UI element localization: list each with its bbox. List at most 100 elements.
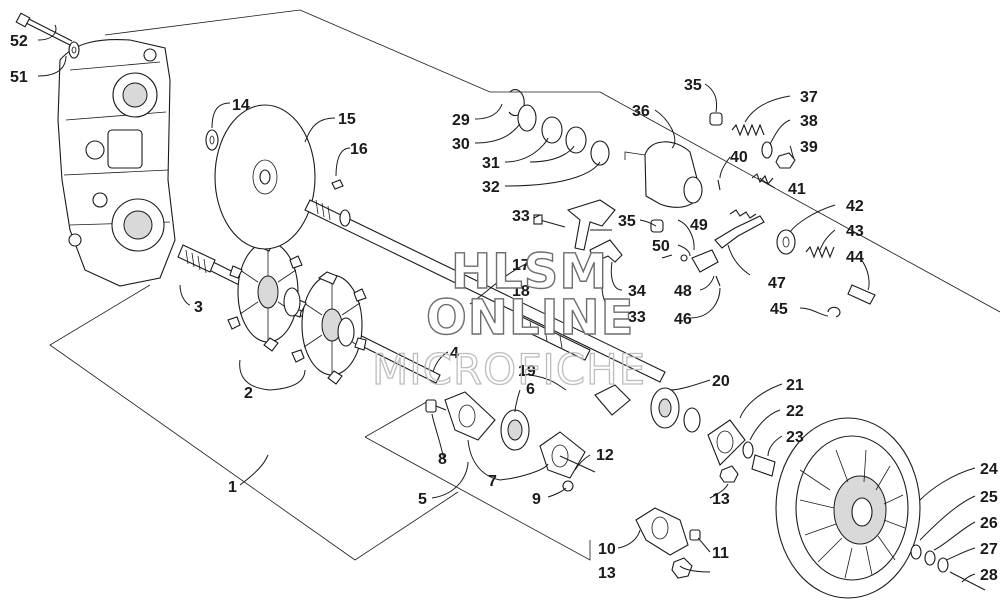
callout-25: 25 — [980, 489, 998, 506]
callout-33-lower: 33 — [628, 309, 646, 326]
callout-28: 28 — [980, 567, 998, 584]
pin-46 — [715, 275, 721, 287]
callout-40: 40 — [730, 149, 748, 166]
sprocket-hub — [283, 287, 355, 347]
callout-21: 21 — [786, 377, 804, 394]
leader-lines — [37, 24, 976, 583]
callout-27: 27 — [980, 541, 998, 558]
bracket-48 — [691, 249, 719, 273]
callout-1: 1 — [228, 479, 237, 496]
callout-30: 30 — [452, 136, 470, 153]
bolt-33-upper — [533, 214, 566, 228]
callout-43: 43 — [846, 223, 864, 240]
washer-14 — [205, 129, 219, 151]
callout-15: 15 — [338, 111, 356, 128]
shaft-12 — [559, 455, 596, 473]
assembly-outline-upper — [104, 9, 1000, 313]
watermark-line-2: ONLINE — [426, 290, 634, 346]
pin-40 — [717, 179, 721, 191]
callout-45: 45 — [770, 301, 788, 318]
callout-8: 8 — [438, 451, 447, 468]
callout-44: 44 — [846, 249, 864, 266]
callout-23: 23 — [786, 429, 804, 446]
washer-51 — [68, 41, 80, 59]
callout-41: 41 — [788, 181, 806, 198]
watermark-line-1: HLSM — [451, 244, 608, 300]
cap-32 — [590, 140, 610, 166]
adjuster-bolt-44 — [847, 284, 876, 305]
callout-20: 20 — [712, 373, 730, 390]
callout-3: 3 — [194, 299, 203, 316]
callout-42: 42 — [846, 198, 864, 215]
track-sprocket-right — [291, 271, 367, 385]
callout-35-upper: 35 — [684, 77, 702, 94]
flange-21 — [707, 419, 746, 466]
watermark-line-3: MICROFICHE — [372, 345, 646, 394]
callout-26: 26 — [980, 515, 998, 532]
callout-11: 11 — [712, 545, 729, 562]
nut-35-lower — [650, 219, 664, 233]
assembly-outline-lower — [49, 284, 591, 561]
callout-32: 32 — [482, 179, 500, 196]
shaft-spacer-17-18 — [514, 315, 591, 361]
callout-16: 16 — [350, 141, 368, 158]
callout-2: 2 — [244, 385, 253, 402]
washer-38 — [761, 141, 773, 159]
callout-33-upper: 33 — [512, 208, 530, 225]
spring-37 — [731, 123, 765, 137]
callout-14: 14 — [232, 97, 250, 114]
callout-52: 52 — [10, 33, 28, 50]
clip-45 — [827, 306, 841, 318]
callout-12: 12 — [596, 447, 614, 464]
callout-5: 5 — [418, 491, 427, 508]
callout-24: 24 — [980, 461, 998, 478]
spring-41 — [751, 173, 774, 186]
clutch-hardware-25-28 — [910, 544, 986, 591]
callout-50: 50 — [652, 238, 670, 255]
lever-47 — [714, 209, 765, 249]
snap-ring-29 — [508, 89, 525, 117]
brake-disc-15 — [214, 104, 316, 250]
callout-37: 37 — [800, 89, 818, 106]
callout-13-upper: 13 — [712, 491, 730, 508]
bracket-34 — [589, 239, 623, 263]
callout-18: 18 — [512, 283, 530, 300]
callout-39: 39 — [800, 139, 818, 156]
callout-35-lower: 35 — [618, 213, 636, 230]
callout-36: 36 — [632, 103, 650, 120]
callout-22: 22 — [786, 403, 804, 420]
callout-48: 48 — [674, 283, 692, 300]
fitting-11 — [689, 529, 701, 541]
callout-38: 38 — [800, 113, 818, 130]
washer-22 — [742, 441, 754, 459]
driven-clutch-24 — [775, 417, 921, 599]
spring-43 — [805, 245, 835, 259]
flange-plate-7-left — [444, 391, 496, 441]
bushing-42 — [776, 229, 796, 255]
driven-shaft — [304, 199, 666, 383]
callout-51: 51 — [10, 69, 28, 86]
bolt-8 — [425, 399, 447, 413]
callout-47: 47 — [768, 275, 786, 292]
callout-19: 19 — [518, 363, 536, 380]
flange-plate-7-right — [539, 431, 586, 479]
chaincase-housing — [57, 39, 176, 287]
callout-46: 46 — [674, 311, 692, 328]
callout-29: 29 — [452, 112, 470, 129]
spacer-23 — [751, 454, 776, 477]
cap-30 — [517, 104, 537, 132]
callout-10: 10 — [598, 541, 616, 558]
nut-13-upper — [719, 465, 739, 483]
callout-31: 31 — [482, 155, 500, 172]
callout-labels: 52 51 14 15 16 29 30 31 32 36 35 35 37 3… — [10, 33, 998, 584]
pin-49-50 — [661, 254, 688, 262]
bolt-33-lower — [597, 261, 603, 286]
housing-10 — [635, 507, 689, 556]
actuator-36 — [624, 141, 703, 208]
watermark: HLSM ONLINE MICROFICHE — [371, 243, 646, 394]
bolt-52 — [15, 12, 73, 46]
nut-35-upper — [709, 112, 723, 126]
callout-6: 6 — [526, 381, 535, 398]
bearing-6 — [500, 409, 530, 451]
